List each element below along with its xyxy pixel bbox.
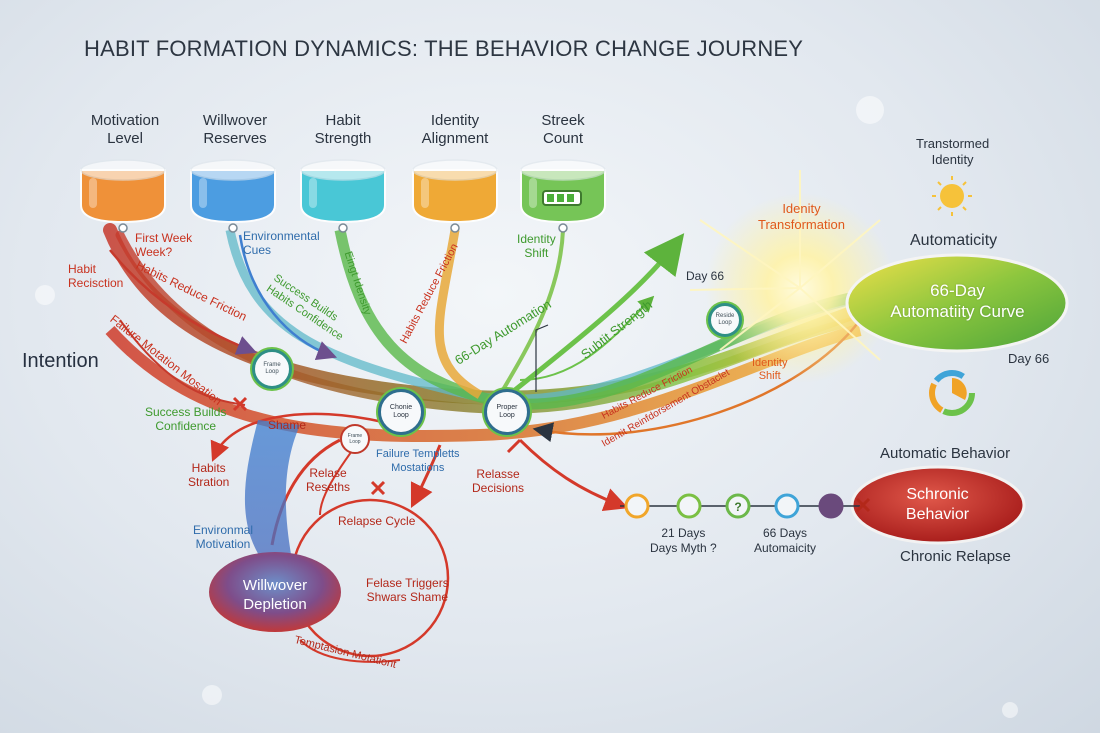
loop-node-green: Reside Loop [708,303,742,337]
growth-arrow [498,233,685,404]
feedback-arrow [109,249,257,355]
relapse-to-timeline-arrow [518,438,629,511]
chronic-behavior-ellipse [850,465,1026,545]
transformed-identity-label: Transtormed Identity [916,136,990,167]
container-label-identity: Identity Alignment [421,112,489,147]
first-week-label: First Week Week? [135,231,193,259]
felase-triggers-label: Felase Triggers Shwars Shame [366,576,449,604]
loop-node-relapse: Frame Loop [340,424,370,454]
environmental-cues-label: Environmental Cues [243,229,320,257]
automaticity-curve-ellipse [845,253,1069,353]
success-builds-confidence-label: Success Builds Confidence [145,405,227,433]
cycle-icon [929,370,975,416]
chronic-relapse-label: Chronic Relapse [900,548,1011,565]
relase-reseths-label: Relase Reseths [306,466,351,494]
flow-band [434,229,483,399]
timeline: ? [624,493,844,519]
loop-node-cue: Chonie Loop [378,389,424,435]
relapse-cycle-label: Relapse Cycle [338,514,416,528]
habits-stration-label: Habits Stration [188,461,230,489]
identity-transformation-label: Idenity Transformation [758,201,845,232]
days-66-label: 66 Days Automaicity [754,526,817,555]
meter-containers [80,159,606,233]
relapse-arrow [210,412,396,462]
meter-container [80,159,166,233]
growth-arrow [519,295,655,381]
timeline-dot [774,493,800,519]
failure-x-mark [370,480,386,496]
loop-node-left: Frame Loop [252,349,292,389]
automatic-behavior-label: Automatic Behavior [880,445,1011,462]
meter-container [412,159,498,233]
meter-container [300,159,386,233]
willpower-depletion-ellipse [209,552,341,632]
bokeh-light [856,96,884,124]
automaticity-curve-text: 66-Day Automatiity Curve [890,281,1025,321]
automaticity-label: Automaticity [910,232,998,249]
sun-burst [689,170,895,383]
connector-line [535,324,549,392]
relapse-to-timeline-arrow [506,438,522,454]
timeline-dot [725,493,751,519]
failure-templetts-label: Failure Templetts Mostations [376,448,460,474]
feedback-arrow [238,234,338,360]
relasse-decisions-label: Relasse Decisions [472,467,525,495]
days-21-label: 21 Days Days Myth ? [650,526,717,555]
page-title: HABIT FORMATION DYNAMICS: THE BEHAVIOR C… [84,36,804,61]
identity-shift-right-label: Identity Shift [752,357,788,382]
timeline-dot [676,493,702,519]
feedback-arrow [119,319,246,406]
timeline-dot [624,493,650,519]
sun-icon [932,176,972,216]
bokeh-light [1002,702,1018,718]
relapse-arrow [410,444,442,509]
timeline-dot [818,493,844,519]
shame-label: Shame [268,418,307,432]
identity-shift-label: Identity Shift [517,232,556,260]
environmal-motivation-label: Environmal Motivation [193,523,254,551]
chronic-x-mark [855,497,871,513]
intention-label: Intention [22,350,99,372]
bokeh-light [202,685,222,705]
day-66-right-label: Day 66 [1008,351,1050,366]
container-label-motivation: Motivation Level [90,112,160,147]
container-label-streak: Streek Count [541,112,585,147]
willpower-depletion-text: Willwover Depletion [242,577,308,613]
failure-x-mark [232,396,248,412]
flow-band [498,229,565,396]
day-66-top-label: Day 66 [686,269,725,283]
meter-container [190,159,276,233]
loop-node-reward: Proper Loop [484,389,530,435]
habit-recisction-label: Habit Recisction [68,262,124,290]
container-label-habit-strength: Habit Strength [314,112,372,147]
bokeh-light [35,285,55,305]
temptation-arc [299,639,401,663]
container-label-willpower: Willwover Reserves [202,112,268,147]
willpower-funnel [244,420,300,560]
timeline-dot-glyph: ? [734,500,741,514]
meter-container [520,159,606,233]
chronic-behavior-text: Schronic Behavior [905,486,970,523]
